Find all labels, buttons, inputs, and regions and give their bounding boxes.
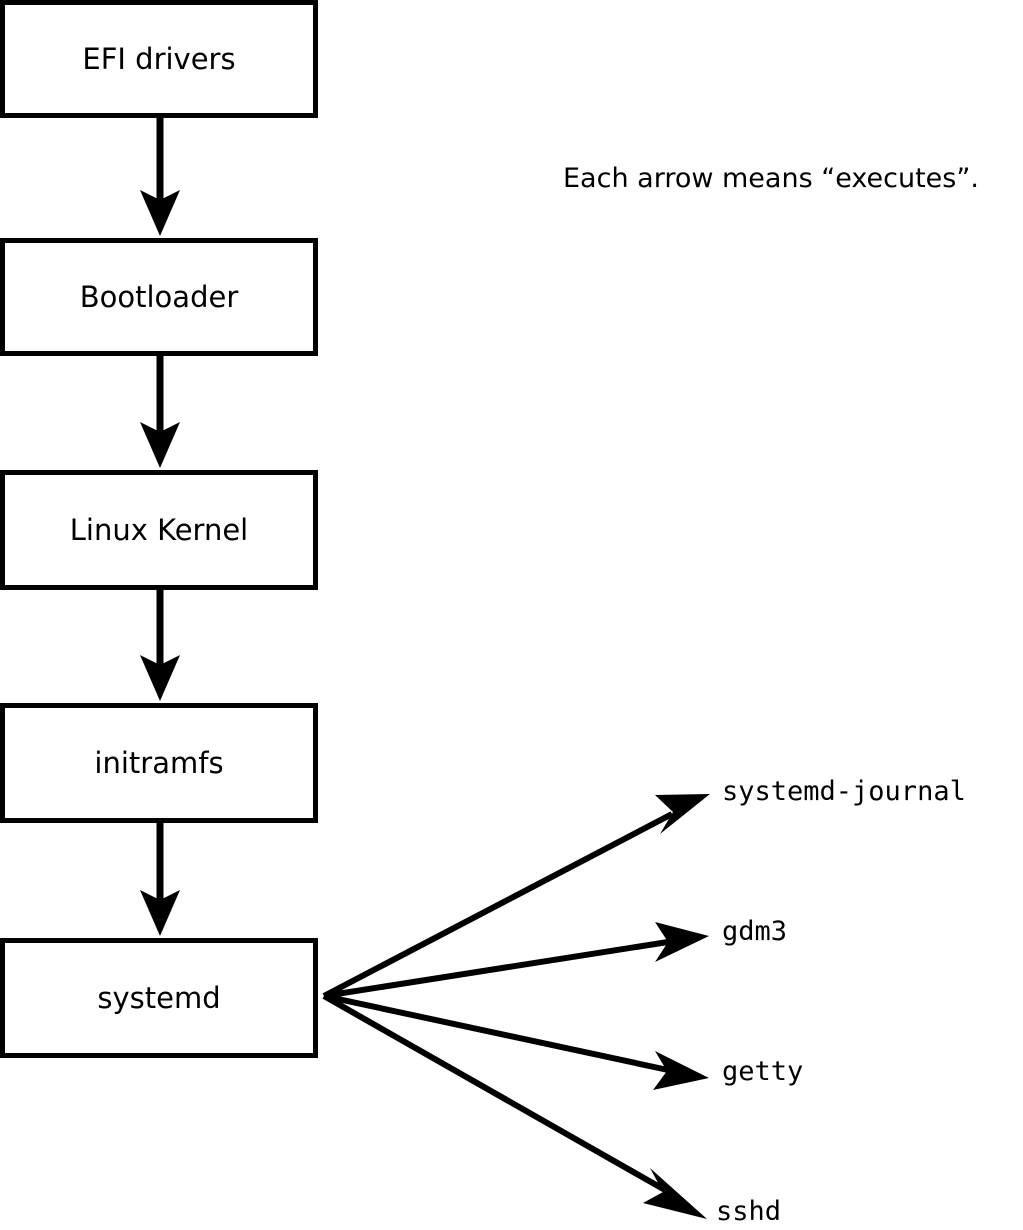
leaf-label-getty: getty	[722, 1056, 804, 1087]
arrow-systemd-to-systemd-journal	[322, 794, 710, 999]
node-linux-kernel-label: Linux Kernel	[69, 512, 249, 547]
node-initramfs[interactable]: initramfs	[0, 703, 318, 823]
node-initramfs-label: initramfs	[94, 745, 224, 780]
node-efi-drivers-label: EFI drivers	[82, 41, 236, 76]
arrow-systemd-to-sshd	[322, 993, 707, 1219]
node-bootloader-label: Bootloader	[79, 279, 239, 314]
node-bootloader[interactable]: Bootloader	[0, 238, 318, 356]
leaf-label-sshd: sshd	[716, 1196, 782, 1227]
arrow-systemd-to-getty	[323, 993, 709, 1090]
node-linux-kernel[interactable]: Linux Kernel	[0, 470, 318, 590]
node-systemd[interactable]: systemd	[0, 938, 318, 1058]
arrow-efi-to-bootloader	[140, 118, 180, 236]
arrow-bootloader-to-kernel	[140, 356, 180, 468]
arrow-kernel-to-initramfs	[140, 590, 180, 701]
leaf-label-systemd-journal: systemd-journal	[722, 776, 966, 807]
leaf-label-gdm3: gdm3	[722, 916, 788, 947]
node-systemd-label: systemd	[97, 980, 221, 1015]
node-efi-drivers[interactable]: EFI drivers	[0, 0, 318, 118]
legend-caption: Each arrow means “executes”.	[563, 163, 979, 194]
arrow-initramfs-to-systemd	[140, 823, 180, 936]
arrow-systemd-to-gdm3	[323, 922, 709, 999]
